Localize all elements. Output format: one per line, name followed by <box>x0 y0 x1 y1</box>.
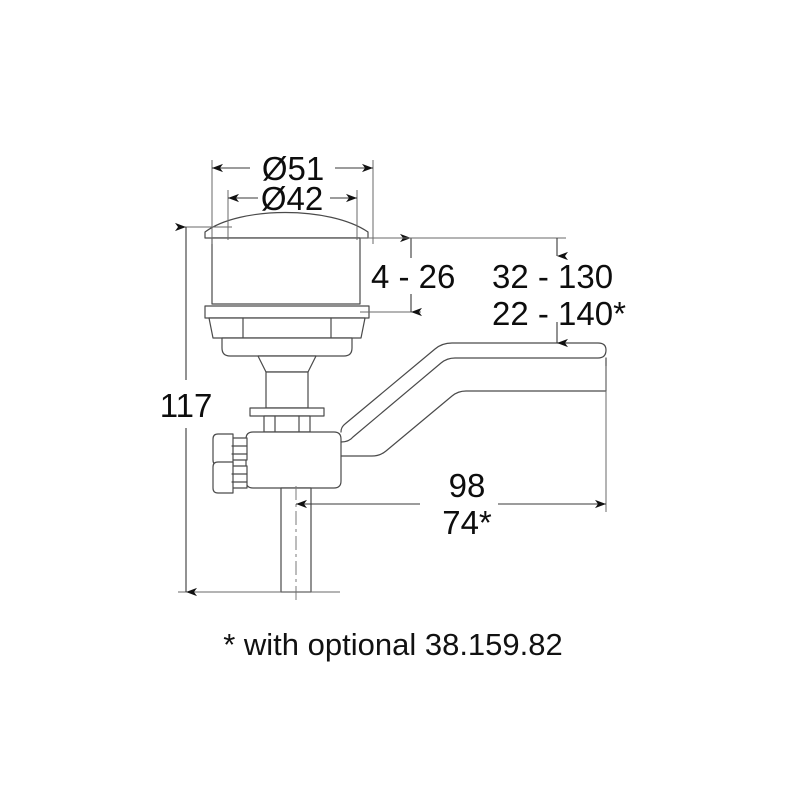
dimension-label-reach-standard: 32 - 130 <box>492 258 613 295</box>
dimension-label-diameter-outer: Ø51 <box>262 150 324 187</box>
dimension-projection: 98 74* <box>296 366 607 541</box>
inlet-collar-upper <box>231 437 248 461</box>
cap-cylinder <box>211 237 361 305</box>
part-geometry <box>204 211 607 593</box>
dimension-label-reach-optional: 22 - 140* <box>492 295 626 332</box>
dimension-label-projection-standard: 98 <box>449 467 486 504</box>
flange-top-plate <box>204 305 370 319</box>
dimension-label-projection-optional: 74* <box>442 504 492 541</box>
cap-dome <box>204 211 369 239</box>
valve-body <box>245 431 342 489</box>
inlet-collar-lower <box>231 465 248 489</box>
lock-washer <box>249 407 325 417</box>
threaded-shank <box>265 371 309 409</box>
flange-band <box>208 317 366 339</box>
dimension-diameter-inner: Ø42 <box>227 180 358 240</box>
flange-gasket <box>221 337 353 357</box>
dimension-label-total-height: 117 <box>160 387 213 424</box>
lever-arm-lower-edge <box>340 390 607 457</box>
dimension-cap-range: 4 - 26 <box>360 233 455 317</box>
lock-nut <box>263 415 311 433</box>
shank-taper <box>257 355 317 373</box>
dimension-reach-range: 32 - 130 22 - 140* <box>368 237 626 348</box>
lever-arm-upper-edge <box>340 342 607 443</box>
dimension-label-diameter-inner: Ø42 <box>261 180 323 217</box>
dimension-diameter-outer: Ø51 <box>211 150 374 244</box>
inlet-fitting-upper <box>212 433 234 466</box>
inlet-fitting-lower <box>212 461 234 494</box>
dimension-total-height: 117 <box>160 222 340 597</box>
dimension-label-cap-range: 4 - 26 <box>371 258 455 295</box>
footnote-optional-part: * with optional 38.159.82 <box>223 627 563 662</box>
